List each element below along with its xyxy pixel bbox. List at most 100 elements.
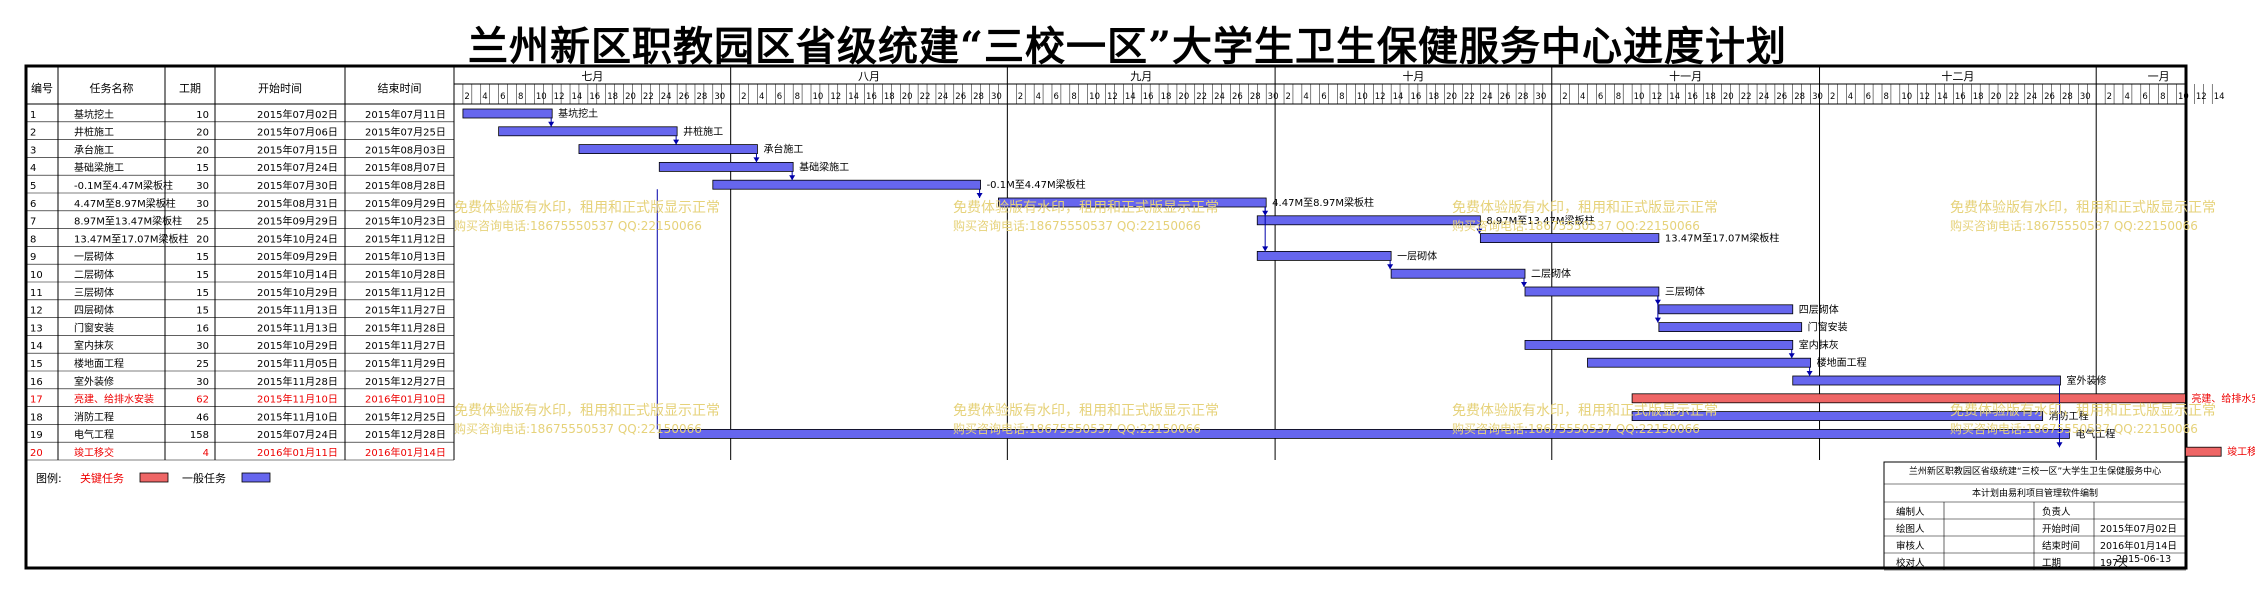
watermark-text: 购买咨询电话:18675550537 QQ:22150066 (454, 421, 702, 436)
column-header: 开始时间 (258, 81, 302, 95)
task-name: 室内抹灰 (74, 339, 114, 352)
day-label: 8 (1071, 92, 1076, 102)
task-name: 4.47M至8.97M梁板柱 (74, 197, 176, 210)
day-label: 10 (536, 92, 547, 102)
day-label: 2 (1562, 92, 1567, 102)
task-name: 电气工程 (74, 428, 114, 441)
watermark-text: 购买咨询电话:18675550537 QQ:22150066 (953, 421, 1201, 436)
task-duration: 30 (196, 377, 209, 388)
day-label: 4 (1036, 92, 1041, 102)
day-label: 8 (1884, 92, 1889, 102)
day-label: 28 (1794, 92, 1805, 102)
task-start-date: 2016年01月11日 (257, 446, 338, 459)
day-label: 10 (1901, 92, 1912, 102)
task-number: 13 (30, 323, 43, 334)
task-duration: 16 (196, 323, 209, 334)
task-bar (1631, 393, 2186, 404)
task-start-date: 2015年09月29日 (257, 250, 338, 263)
info-label: 结束时间 (2042, 540, 2080, 552)
task-bar-label: 承台施工 (763, 143, 803, 156)
task-bar (462, 108, 553, 119)
task-bar-label: 门窗安装 (1808, 321, 1848, 334)
task-start-date: 2015年10月29日 (257, 286, 338, 299)
watermark-text: 免费体验版有水印，租用和正式版显示正常 (1452, 200, 1718, 216)
task-duration: 20 (196, 234, 209, 245)
day-label: 16 (1955, 92, 1966, 102)
task-bar-label: 消防工程 (2049, 410, 2089, 423)
task-duration: 30 (196, 199, 209, 210)
task-duration: 10 (196, 110, 209, 121)
day-label: 28 (2062, 92, 2073, 102)
task-bar-label: 亮建、给排水安装 (2191, 392, 2255, 405)
day-label: 16 (1410, 92, 1421, 102)
task-start-date: 2015年07月24日 (257, 161, 338, 174)
day-label: 16 (866, 92, 877, 102)
task-bar-label: 基础梁施工 (799, 160, 849, 173)
day-label: 22 (1741, 92, 1752, 102)
task-bar (1631, 411, 2044, 422)
task-bar-label: 竣工移交 (2227, 445, 2255, 458)
info-value: 2016年01月14日 (2100, 540, 2177, 552)
task-name: 三层砌体 (74, 287, 114, 299)
task-bar-label: 室内抹灰 (1799, 338, 1839, 351)
task-end-date: 2015年07月25日 (365, 126, 446, 139)
day-label: 30 (991, 92, 1002, 102)
task-number: 8 (30, 234, 36, 245)
day-label: 20 (902, 92, 913, 102)
day-label: 4 (1848, 92, 1853, 102)
task-end-date: 2015年11月29日 (365, 357, 446, 370)
day-label: 12 (2196, 92, 2207, 102)
day-label: 2 (1830, 92, 1835, 102)
watermark-text: 免费体验版有水印，租用和正式版显示正常 (953, 200, 1219, 216)
day-label: 6 (777, 92, 782, 102)
day-label: 6 (2142, 92, 2147, 102)
task-start-date: 2015年11月10日 (257, 410, 338, 423)
day-label: 14 (848, 92, 859, 102)
month-label: 七月 (581, 70, 603, 83)
task-end-date: 2015年10月23日 (365, 215, 446, 228)
info-label: 校对人 (1896, 557, 1925, 569)
task-number: 19 (30, 430, 43, 441)
day-label: 20 (1178, 92, 1189, 102)
page-title: 兰州新区职教园区省级统建“三校一区”大学生卫生保健服务中心进度计划 (467, 23, 1787, 70)
task-number: 18 (30, 412, 43, 423)
task-duration: 15 (196, 252, 209, 263)
task-start-date: 2015年11月13日 (257, 321, 338, 334)
task-number: 6 (30, 199, 36, 210)
day-label: 22 (2008, 92, 2019, 102)
task-bar (1479, 233, 1660, 244)
task-number: 14 (30, 341, 43, 352)
task-name: 四层砌体 (74, 305, 114, 317)
task-duration: 15 (196, 288, 209, 299)
task-bar-label: 8.97M至13.47M梁板柱 (1486, 214, 1594, 227)
day-label: 12 (1375, 92, 1386, 102)
task-duration: 25 (196, 217, 209, 228)
task-name: 8.97M至13.47M梁板柱 (74, 215, 182, 228)
task-end-date: 2015年11月28日 (365, 321, 446, 334)
day-label: 4 (759, 92, 764, 102)
task-number: 5 (30, 181, 36, 192)
day-label: 24 (1214, 92, 1225, 102)
day-label: 26 (1500, 92, 1511, 102)
info-label: 绘图人 (1896, 523, 1925, 535)
task-name: 13.47M至17.07M梁板柱 (74, 232, 189, 245)
day-label: 12 (830, 92, 841, 102)
day-label: 16 (1687, 92, 1698, 102)
task-bar (658, 428, 2070, 439)
watermark-text: 免费体验版有水印，租用和正式版显示正常 (1950, 403, 2216, 419)
task-bar (1658, 322, 1803, 333)
task-bar (1524, 286, 1660, 297)
task-bar-label: -0.1M至4.47M梁板柱 (987, 178, 1086, 191)
legend-title: 图例: (36, 471, 62, 485)
day-label: 8 (2160, 92, 2165, 102)
day-label: 22 (920, 92, 931, 102)
task-end-date: 2015年12月28日 (365, 428, 446, 441)
day-label: 24 (2026, 92, 2037, 102)
task-duration: 20 (196, 145, 209, 156)
info-value: 2015年07月02日 (2100, 523, 2177, 535)
task-number: 3 (30, 145, 36, 156)
watermark-text: 免费体验版有水印，租用和正式版显示正常 (454, 200, 720, 216)
task-start-date: 2015年10月24日 (257, 232, 338, 245)
task-name: 井桩施工 (74, 126, 114, 139)
day-label: 2 (2107, 92, 2112, 102)
